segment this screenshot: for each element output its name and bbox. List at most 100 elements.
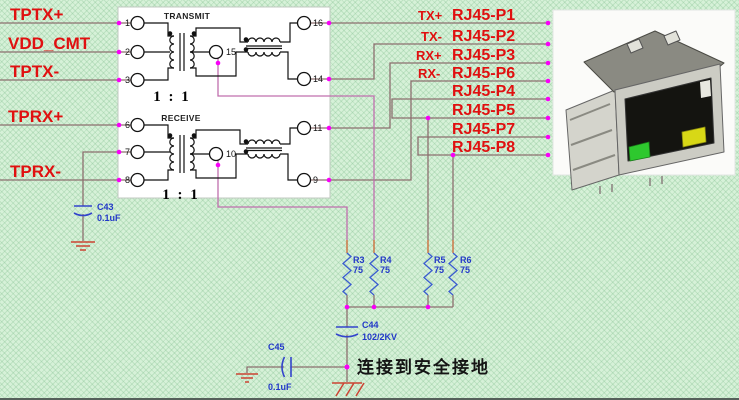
label-tprx-minus: TPRX- — [10, 162, 61, 181]
component-labels: C43 0.1uF R3 75 R4 75 R5 75 R6 75 C44 10… — [97, 202, 472, 392]
wire-p2 — [310, 43, 548, 80]
rj45-pin-labels: RJ45-P1 RJ45-P2 RJ45-P3 RJ45-P6 RJ45-P4 … — [452, 7, 515, 156]
pin-8: 8 — [125, 175, 130, 185]
label-ratio-receive: 1 : 1 — [162, 187, 200, 203]
wire-p4-p5 — [391, 98, 548, 119]
label-r5-ref: R5 — [434, 255, 446, 265]
wire-p6 — [310, 80, 548, 181]
junction-dots — [116, 20, 551, 370]
rj45-led-green — [628, 141, 651, 162]
pin-16: 16 — [313, 18, 323, 28]
center-tap-wires — [217, 58, 375, 240]
label-tptx-minus: TPTX- — [10, 62, 59, 81]
label-rj45-p5: RJ45-P5 — [452, 102, 515, 119]
receive-transformer-symbol — [144, 124, 298, 181]
label-tx-minus: TX- — [421, 29, 442, 44]
pin-9: 9 — [313, 175, 318, 185]
transmit-transformer-symbol — [144, 22, 298, 81]
rx-choke-bottom — [247, 153, 281, 159]
magnetics-module-box — [117, 6, 331, 199]
rj45-pins — [599, 176, 663, 194]
label-transmit-section: TRANSMIT — [164, 11, 211, 21]
tx-secondary-winding — [189, 35, 195, 69]
rj45-signal-labels: TX+ TX- RX+ RX- — [416, 8, 443, 81]
label-rj45-p3: RJ45-P3 — [452, 47, 515, 64]
label-c44-ref: C44 — [362, 320, 379, 330]
rx-choke-core — [246, 147, 282, 152]
rj45-connector-photo — [565, 30, 725, 194]
label-c45-ref: C45 — [268, 342, 285, 352]
label-c44-value: 102/2KV — [362, 332, 397, 342]
label-r6-value: 75 — [460, 265, 470, 275]
pin-15: 15 — [226, 47, 236, 57]
wire-p3 — [310, 62, 548, 129]
capacitor-c45-symbol — [281, 356, 292, 378]
label-rj45-p2: RJ45-P2 — [452, 28, 515, 45]
label-rj45-p8: RJ45-P8 — [452, 139, 515, 156]
resistor-r6-symbol — [448, 252, 458, 296]
pin-numbers: 1 2 3 6 7 8 16 15 14 11 10 9 — [125, 18, 323, 185]
chassis-earth-symbol — [332, 382, 365, 397]
pin-2: 2 — [125, 47, 130, 57]
wire-pin7-c43 — [82, 151, 131, 241]
rx-choke-top — [247, 139, 281, 145]
resistor-r3-symbol — [342, 252, 352, 296]
pin-10: 10 — [226, 149, 236, 159]
label-vdd-cmt: VDD_CMT — [8, 34, 91, 53]
capacitor-c44-symbol — [335, 326, 359, 338]
pin-terminals — [130, 15, 312, 188]
label-rj45-p7: RJ45-P7 — [452, 121, 515, 138]
rx-core — [179, 135, 185, 173]
tx-choke-bottom — [247, 51, 281, 57]
resistor-r5-symbol — [423, 252, 433, 296]
label-c43-ref: C43 — [97, 202, 114, 212]
ground-symbols — [71, 241, 365, 397]
label-rj45-p1: RJ45-P1 — [452, 7, 515, 24]
safety-ground-note: 连接到安全接地 — [357, 357, 490, 378]
label-rj45-p4: RJ45-P4 — [452, 83, 515, 100]
label-rx-plus: RX+ — [416, 48, 442, 63]
pin-14: 14 — [313, 74, 323, 84]
resistor-leads — [346, 240, 454, 253]
wire-termination-bus — [346, 295, 454, 327]
label-receive-section: RECEIVE — [161, 113, 200, 123]
label-tptx-plus: TPTX+ — [10, 5, 63, 24]
wire-p7-p8 — [417, 136, 548, 156]
label-r6-ref: R6 — [460, 255, 472, 265]
tx-core — [179, 33, 185, 71]
screenshot-bottom-edge — [0, 398, 739, 400]
label-r3-value: 75 — [353, 265, 363, 275]
label-ratio-transmit: 1 : 1 — [153, 89, 191, 105]
label-rj45-p6: RJ45-P6 — [452, 65, 515, 82]
ground-c43 — [71, 241, 95, 251]
label-c43-value: 0.1uF — [97, 213, 121, 223]
label-tprx-plus: TPRX+ — [8, 107, 63, 126]
label-r5-value: 75 — [434, 265, 444, 275]
wire-pin15-r4 — [217, 58, 375, 240]
label-r4-value: 75 — [380, 265, 390, 275]
capacitors — [73, 205, 359, 378]
label-rx-minus: RX- — [418, 66, 440, 81]
rj45-shield-tab — [626, 38, 644, 54]
pin-11: 11 — [313, 123, 322, 133]
tx-primary-winding — [169, 35, 175, 69]
pin-6: 6 — [125, 120, 130, 130]
label-tx-plus: TX+ — [418, 8, 443, 23]
pin-1: 1 — [125, 18, 130, 28]
label-r3-ref: R3 — [353, 255, 365, 265]
tx-choke-core — [246, 45, 282, 50]
rx-primary-winding — [169, 137, 175, 171]
label-r4-ref: R4 — [380, 255, 392, 265]
tx-choke-top — [247, 37, 281, 43]
rj45-shield-tab — [663, 30, 681, 46]
signal-wires — [0, 22, 548, 382]
label-c45-value: 0.1uF — [268, 382, 292, 392]
termination-resistors — [342, 252, 458, 296]
pin-3: 3 — [125, 75, 130, 85]
wire-c44-c45-node — [246, 334, 348, 382]
rx-secondary-winding — [189, 137, 195, 171]
capacitor-c43-symbol — [73, 205, 93, 217]
wire-pin10-r3 — [217, 160, 348, 240]
